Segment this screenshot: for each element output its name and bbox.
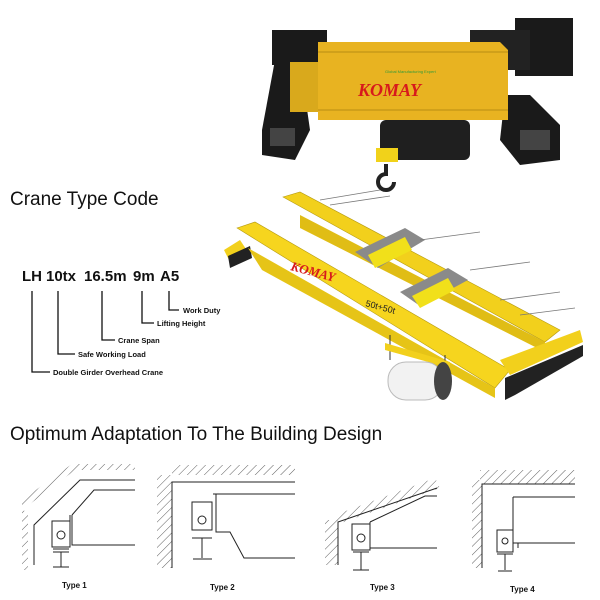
type-code: LH 10tx 16.5m 9m A5 Work Duty Lifting He… [22, 268, 221, 377]
type-2-diagram: Type 2 [157, 465, 295, 592]
label-work-duty: Work Duty [183, 306, 221, 315]
code-duty: A5 [160, 268, 179, 285]
code-lh: LH [22, 268, 42, 285]
trolley [355, 228, 468, 308]
type-4-label: Type 4 [510, 585, 535, 594]
crane-image: KOMAY 50t+50t [224, 189, 583, 401]
type-1-diagram: Type 1 [22, 464, 135, 590]
hoist-brand-logo: KOMAY [357, 80, 423, 100]
label-safe-working-load: Safe Working Load [78, 350, 146, 359]
type-4-diagram: Type 4 [472, 470, 575, 594]
hoist-brand-subtitle: Global Manufacturing Expert [385, 69, 437, 74]
crane-type-code-title: Crane Type Code [10, 189, 159, 210]
label-lifting-height: Lifting Height [157, 319, 206, 328]
code-height: 9m [133, 268, 155, 285]
hook-icon [376, 164, 396, 192]
type-3-label: Type 3 [370, 583, 395, 592]
adaptation-title: Optimum Adaptation To The Building Desig… [10, 424, 382, 445]
type-2-label: Type 2 [210, 583, 235, 592]
code-load: 10tx [46, 268, 77, 285]
code-span: 16.5m [84, 268, 127, 285]
label-double-girder: Double Girder Overhead Crane [53, 368, 163, 377]
hoist-image: Global Manufacturing Expert KOMAY [262, 18, 573, 192]
type-1-label: Type 1 [62, 581, 87, 590]
label-crane-span: Crane Span [118, 336, 160, 345]
type-3-diagram: Type 3 [325, 478, 440, 592]
